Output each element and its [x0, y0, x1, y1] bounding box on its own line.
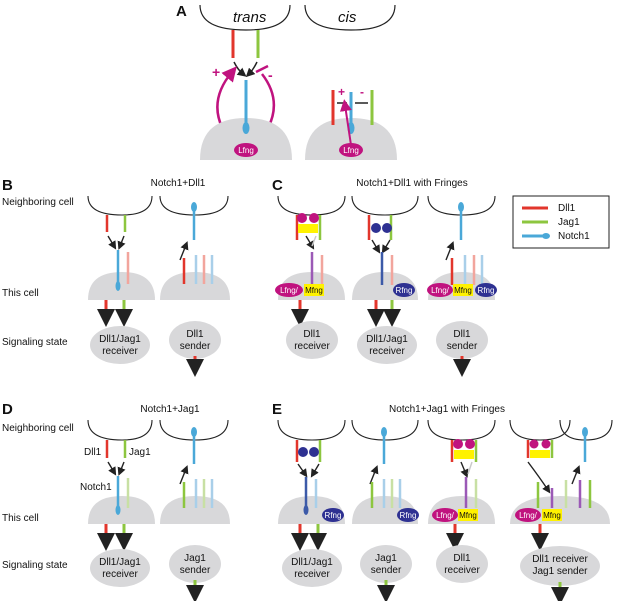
- svg-text:Dll1: Dll1: [453, 553, 471, 564]
- panel-b-title: Notch1+Dll1: [151, 178, 206, 189]
- lfng-enzyme: [234, 143, 258, 157]
- svg-text:Rfng: Rfng: [396, 286, 413, 295]
- svg-text:Dll1: Dll1: [453, 329, 471, 340]
- svg-text:receiver: receiver: [294, 341, 330, 352]
- legend: Dll1 Jag1 Notch1: [512, 195, 610, 249]
- svg-text:Dll1/Jag1: Dll1/Jag1: [366, 334, 408, 345]
- svg-text:Lfng: Lfng: [343, 146, 359, 155]
- state-receiver: Dll1/Jag1: [99, 334, 141, 345]
- arrow-jag1: [245, 61, 258, 78]
- panel-c: C Notch1+Dll1 with Fringes Lfng/: [272, 177, 497, 377]
- svg-text:sender: sender: [180, 341, 211, 352]
- label-trans: trans: [233, 9, 267, 26]
- panel-c-letter: C: [272, 177, 283, 194]
- svg-text:receiver: receiver: [294, 569, 330, 580]
- svg-text:+: +: [338, 85, 345, 99]
- panel-b: B Notch1+Dll1 Neighboring cell This cell…: [2, 177, 230, 377]
- svg-text:Mfng: Mfng: [305, 286, 323, 295]
- plus-sign: +: [212, 64, 220, 80]
- svg-text:Rfng: Rfng: [400, 511, 417, 520]
- svg-text:sender: sender: [447, 341, 478, 352]
- svg-text:receiver: receiver: [444, 565, 480, 576]
- svg-text:Mfng: Mfng: [543, 511, 561, 520]
- svg-text:receiver: receiver: [369, 346, 405, 357]
- lfng-label: Lfng: [238, 146, 254, 155]
- panel-d-letter: D: [2, 401, 13, 418]
- panel-e-letter: E: [272, 401, 282, 418]
- panel-a-letter: A: [176, 3, 187, 20]
- svg-text:Jag1 sender: Jag1 sender: [532, 566, 588, 577]
- panel-b-letter: B: [2, 177, 13, 194]
- svg-text:Dll1/Jag1: Dll1/Jag1: [99, 557, 141, 568]
- svg-text:Signaling state: Signaling state: [2, 560, 68, 571]
- neighbor-cell-cis: [304, 4, 396, 31]
- legend-dll1: Dll1: [558, 203, 576, 214]
- svg-text:Mfng: Mfng: [459, 511, 477, 520]
- svg-text:Dll1 receiver: Dll1 receiver: [532, 554, 588, 565]
- svg-text:Lfng/: Lfng/: [519, 511, 538, 520]
- arrow-dll1: [233, 61, 247, 77]
- svg-text:Lfng/: Lfng/: [436, 511, 455, 520]
- svg-text:Rfng: Rfng: [325, 511, 342, 520]
- row-state-label: Signaling state: [2, 337, 68, 348]
- svg-text:Lfng/: Lfng/: [431, 286, 450, 295]
- state-sender: Dll1: [186, 329, 204, 340]
- svg-text:sender: sender: [371, 565, 402, 576]
- label-notch1: Notch1: [80, 482, 112, 493]
- svg-text:Lfng/: Lfng/: [280, 286, 299, 295]
- panel-a: A trans cis + - Lfng + - Lfng: [176, 3, 397, 160]
- panel-e: E Notch1+Jag1 with Fringes: [272, 401, 613, 601]
- svg-text:Rfng: Rfng: [478, 286, 495, 295]
- panel-e-title: Notch1+Jag1 with Fringes: [389, 404, 505, 415]
- row-this-label: This cell: [2, 288, 39, 299]
- panel-c-title: Notch1+Dll1 with Fringes: [356, 178, 467, 189]
- svg-text:Neighboring cell: Neighboring cell: [2, 423, 74, 434]
- svg-text:sender: sender: [180, 565, 211, 576]
- svg-text:receiver: receiver: [102, 569, 138, 580]
- label-jag1: Jag1: [129, 447, 151, 458]
- this-cell-trans: [200, 118, 292, 160]
- svg-text:This cell: This cell: [2, 513, 39, 524]
- label-cis: cis: [338, 9, 357, 26]
- neighbor-cell-trans: [199, 4, 291, 31]
- row-neighbor-label: Neighboring cell: [2, 197, 74, 208]
- label-dll1: Dll1: [84, 447, 102, 458]
- svg-text:Dll1: Dll1: [303, 329, 321, 340]
- panel-d: D Notch1+Jag1 Neighboring cell This cell…: [2, 401, 230, 601]
- svg-text:-: -: [360, 85, 364, 99]
- svg-text:Mfng: Mfng: [454, 286, 472, 295]
- svg-text:Jag1: Jag1: [375, 553, 397, 564]
- panel-d-title: Notch1+Jag1: [140, 404, 200, 415]
- svg-text:Dll1/Jag1: Dll1/Jag1: [291, 557, 333, 568]
- legend-jag1: Jag1: [558, 217, 580, 228]
- legend-notch1: Notch1: [558, 231, 590, 242]
- svg-text:receiver: receiver: [102, 346, 138, 357]
- svg-text:Jag1: Jag1: [184, 553, 206, 564]
- minus-sign: -: [268, 67, 273, 83]
